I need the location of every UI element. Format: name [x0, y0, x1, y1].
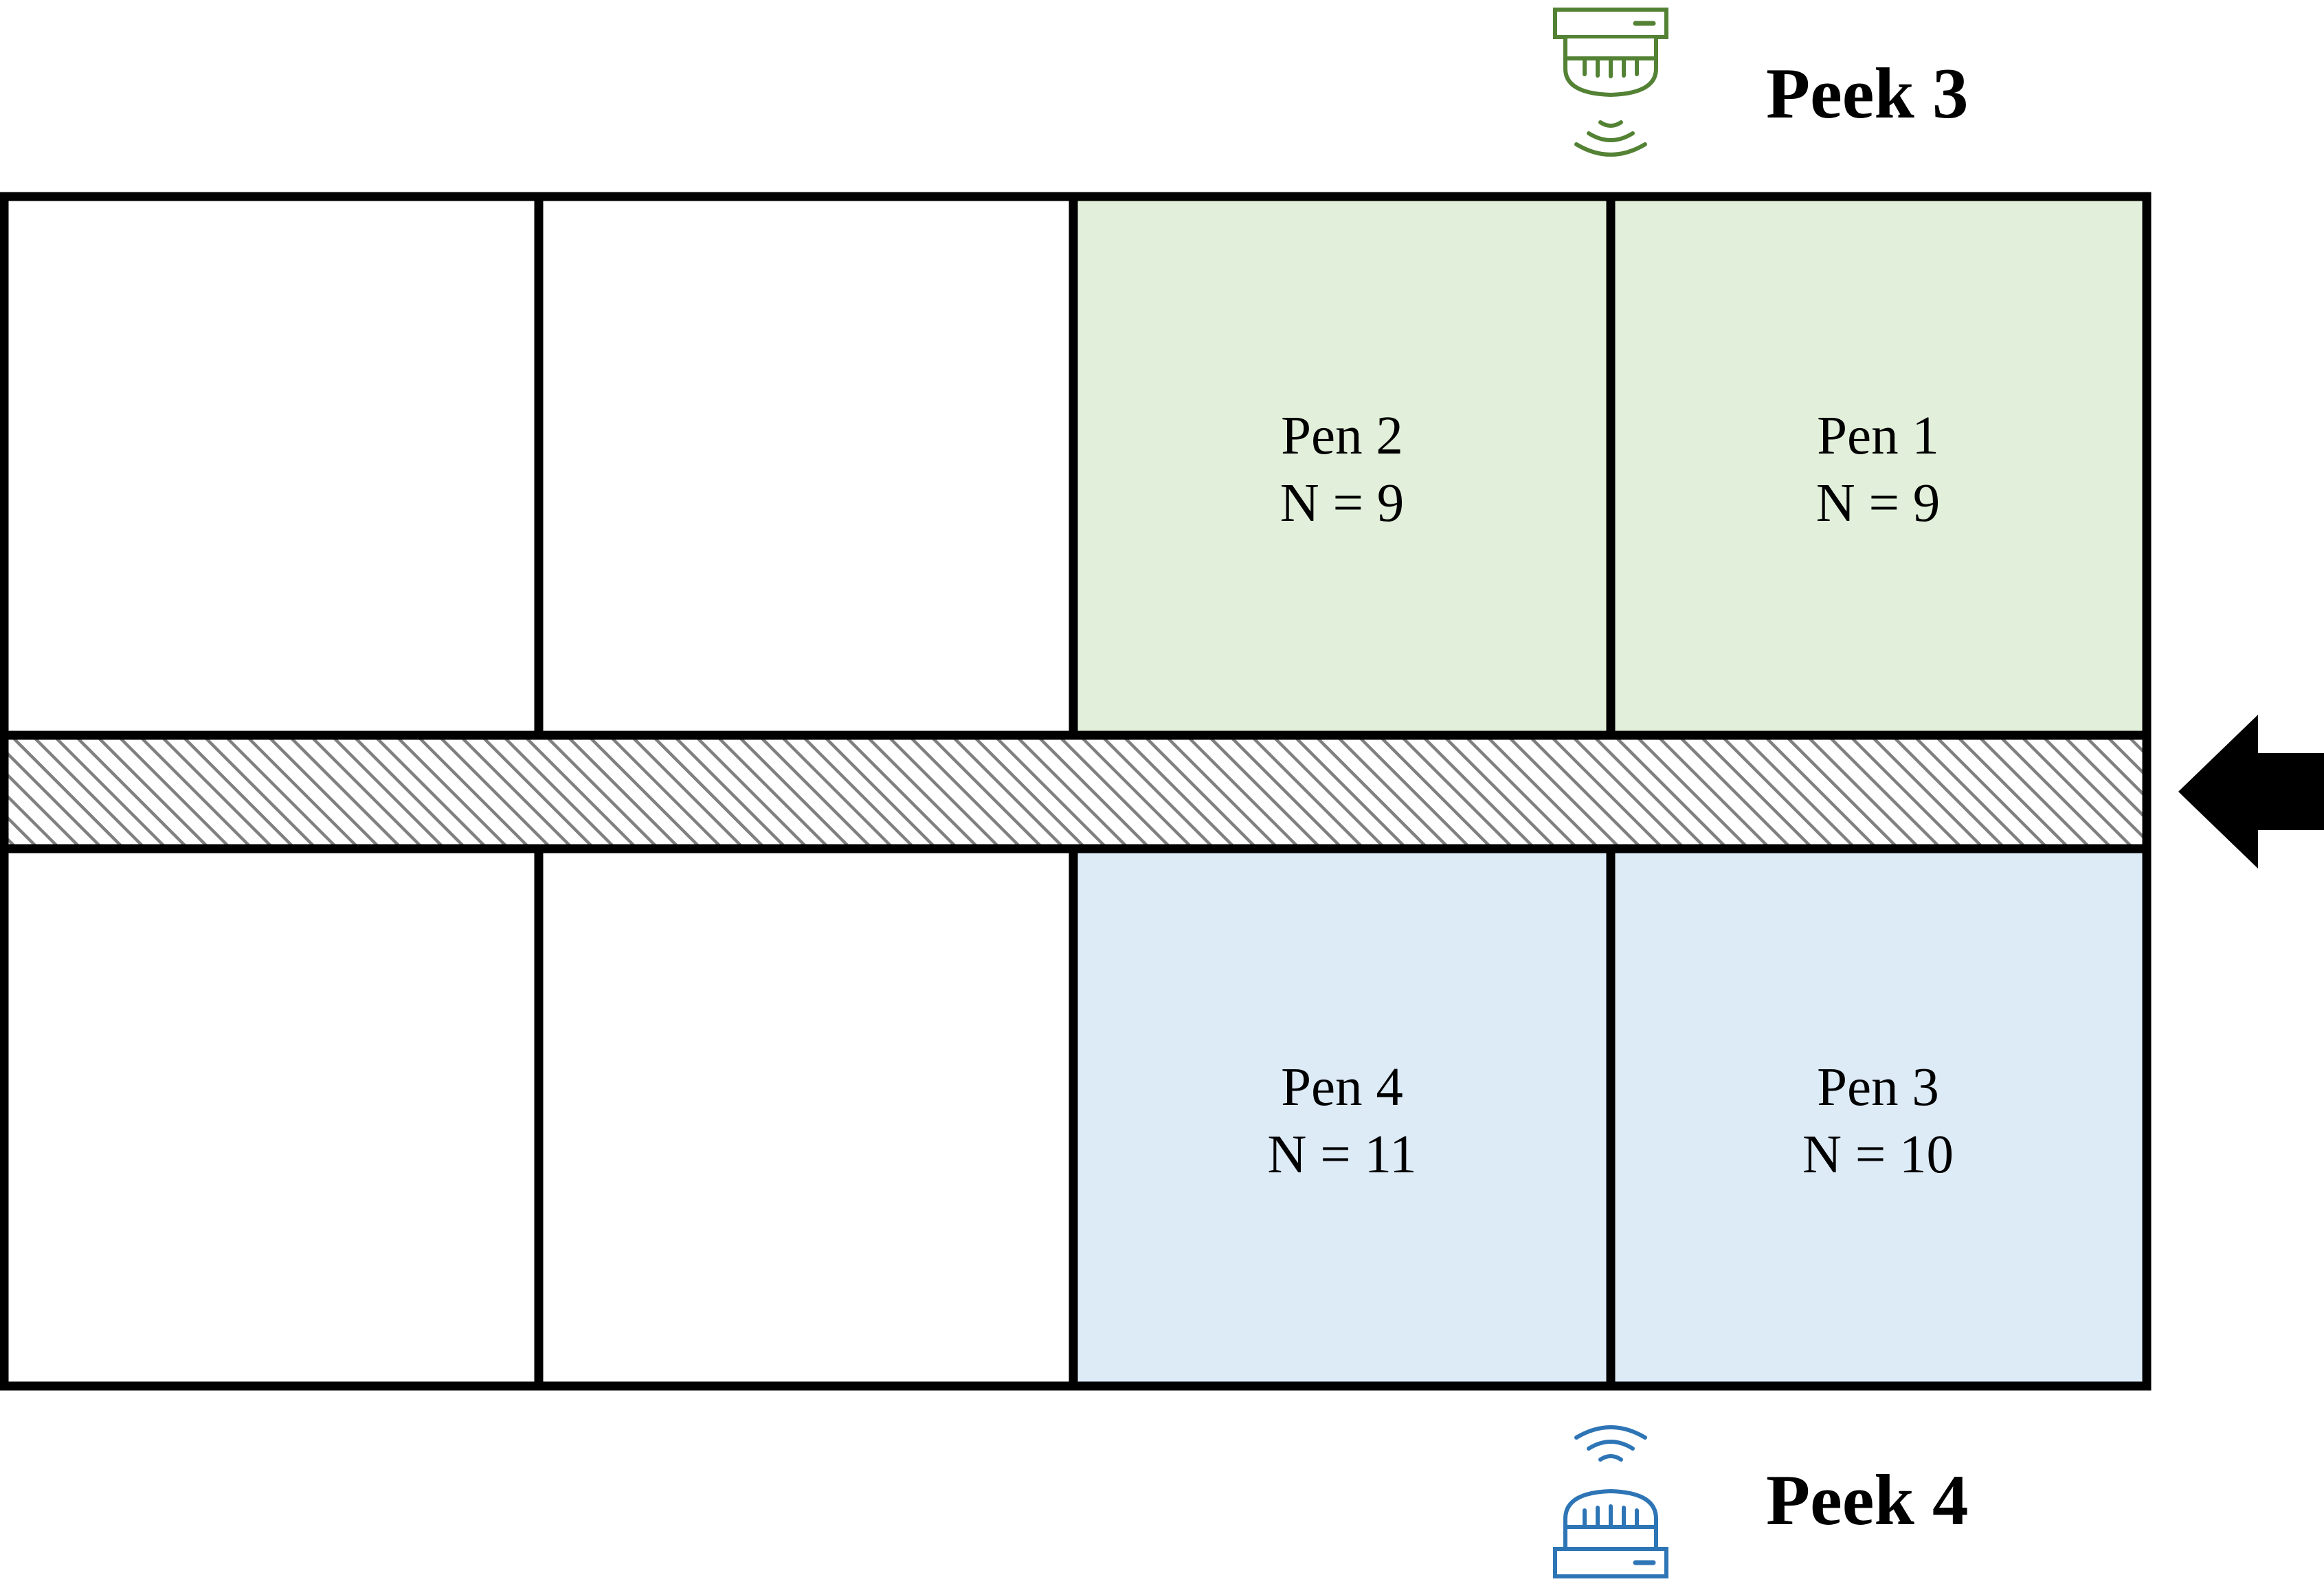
pen-3-area [1609, 849, 2145, 1385]
pen-2-count: N = 9 [1280, 473, 1405, 533]
pen-1-area [1609, 198, 2145, 734]
pen-3-name: Pen 3 [1817, 1058, 1939, 1117]
pen-grid-lines [0, 192, 2152, 1391]
central-alley [5, 735, 2145, 847]
pen-4-area [1073, 849, 1609, 1385]
pen-4-name: Pen 4 [1281, 1058, 1403, 1117]
pen-2-area [1073, 198, 1609, 734]
peek-3-label: Peek 3 [1766, 53, 1969, 133]
sensor-wireless-icon [1553, 8, 1668, 157]
pen-4-count: N = 11 [1267, 1125, 1416, 1185]
arrow-left-icon [2178, 715, 2324, 869]
pen-2-name: Pen 2 [1281, 406, 1403, 466]
pen-3-count: N = 10 [1802, 1125, 1954, 1185]
sensor-wireless-icon [1553, 1425, 1668, 1578]
peek-4-label: Peek 4 [1766, 1460, 1969, 1540]
pen-1-name: Pen 1 [1817, 406, 1939, 466]
pen-1-count: N = 9 [1816, 473, 1941, 533]
